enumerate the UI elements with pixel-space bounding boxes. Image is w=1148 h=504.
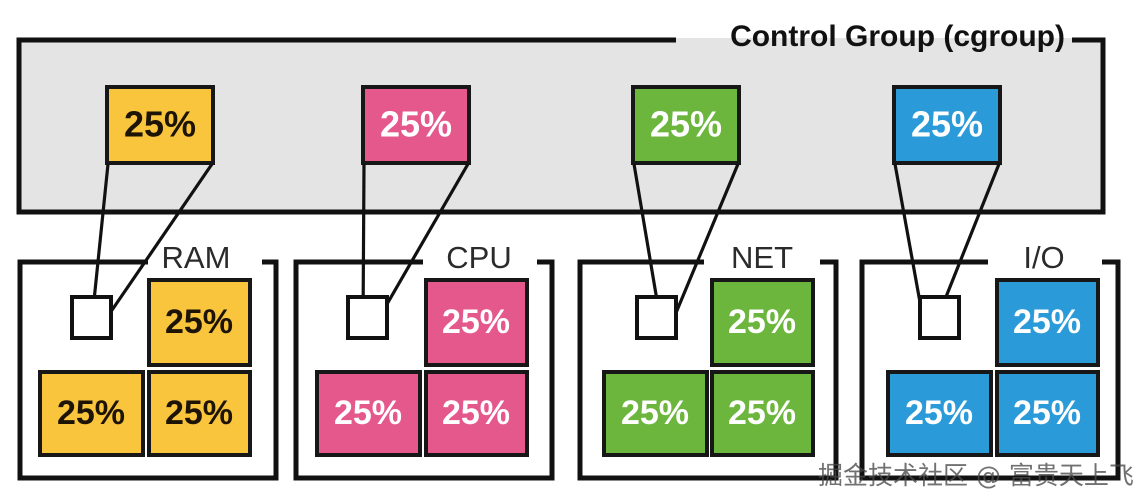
section-chip-io-1[interactable]: 25% <box>886 370 993 457</box>
section-chip-cpu-2-label: 25% <box>442 394 510 432</box>
watermark-text: 掘金技术社区 @ 富贵天上飞 <box>818 461 1134 490</box>
resource-section-net: NET 25% 25% 25% <box>577 240 839 481</box>
resource-section-cpu: CPU 25% 25% 25% <box>293 240 555 481</box>
section-chip-net-2-label: 25% <box>728 394 796 432</box>
section-chip-ram-1-label: 25% <box>57 394 125 432</box>
section-chip-ram-2-label: 25% <box>165 394 233 432</box>
section-chip-cpu-1[interactable]: 25% <box>315 370 422 457</box>
allocation-chip-ram[interactable] <box>105 85 215 165</box>
section-chip-net-0[interactable]: 25% <box>710 278 815 367</box>
section-chip-net-2[interactable]: 25% <box>710 370 815 457</box>
section-border-net <box>577 259 839 481</box>
section-chip-cpu-1-label: 25% <box>334 394 402 432</box>
connector-net-right <box>666 163 740 333</box>
section-empty-slot-net[interactable] <box>635 295 678 340</box>
section-chip-io-0[interactable]: 25% <box>995 278 1100 367</box>
section-chip-cpu-2[interactable]: 25% <box>424 370 529 457</box>
section-label-io: I/O <box>1023 240 1064 275</box>
connector-ram-right <box>95 163 214 333</box>
section-chip-net-0-label: 25% <box>728 303 796 341</box>
section-border-ram <box>17 259 279 481</box>
section-chip-ram-1[interactable]: 25% <box>38 370 145 457</box>
resource-section-ram: RAM 25% 25% 25% <box>17 240 279 481</box>
section-chip-net-1-label: 25% <box>621 394 689 432</box>
allocation-chip-io[interactable] <box>892 85 1002 165</box>
allocation-chip-cpu-label: 25% <box>380 104 452 145</box>
section-chip-cpu-0-label: 25% <box>442 303 510 341</box>
section-label-cpu: CPU <box>446 240 511 275</box>
section-empty-slot-ram[interactable] <box>70 295 113 340</box>
section-border-io <box>859 259 1121 481</box>
cgroup-allocation-net[interactable]: 25% <box>631 85 741 165</box>
section-chip-ram-0-label: 25% <box>165 303 233 341</box>
section-chip-net-1[interactable]: 25% <box>602 370 709 457</box>
cgroup-allocation-ram[interactable]: 25% <box>105 85 215 165</box>
section-chip-io-1-label: 25% <box>905 394 973 432</box>
cgroup-title: Control Group (cgroup) <box>730 20 1065 53</box>
section-empty-slot-io[interactable] <box>918 295 961 340</box>
resource-section-io: I/O 25% 25% 25% <box>859 240 1121 481</box>
section-chip-io-0-label: 25% <box>1013 303 1081 341</box>
cgroup-allocation-io[interactable]: 25% <box>892 85 1002 165</box>
section-chip-ram-2[interactable]: 25% <box>147 370 252 457</box>
section-empty-slot-cpu[interactable] <box>346 295 389 340</box>
section-chip-io-2[interactable]: 25% <box>995 370 1100 457</box>
section-chip-io-2-label: 25% <box>1013 394 1081 432</box>
section-border-cpu <box>293 259 555 481</box>
section-chip-cpu-0[interactable]: 25% <box>424 278 529 367</box>
allocation-chip-net-label: 25% <box>650 104 722 145</box>
cgroup-allocation-cpu[interactable]: 25% <box>361 85 471 165</box>
section-label-ram: RAM <box>162 240 231 275</box>
allocation-chip-cpu[interactable] <box>361 85 471 165</box>
cgroup-border <box>16 37 1106 215</box>
allocation-chip-io-label: 25% <box>911 104 983 145</box>
section-chip-ram-0[interactable]: 25% <box>147 278 252 367</box>
allocation-chip-net[interactable] <box>631 85 741 165</box>
section-label-net: NET <box>731 240 793 275</box>
allocation-chip-ram-label: 25% <box>124 104 196 145</box>
